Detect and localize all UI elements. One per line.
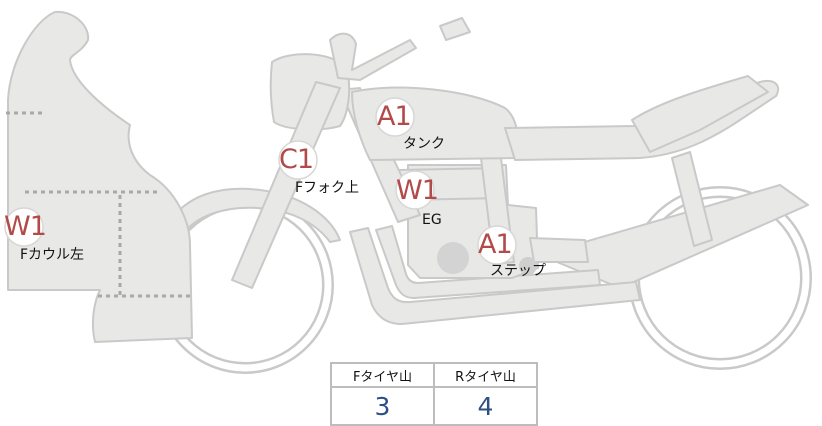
marker-label: Fカウル左	[20, 247, 85, 263]
marker-code: W1	[396, 175, 439, 206]
step-bracket	[529, 237, 589, 263]
marker-label: Fフォク上	[295, 180, 360, 196]
rear-shock	[671, 151, 713, 247]
marker-label: EG	[422, 212, 442, 228]
marker-circle-tank	[375, 97, 415, 137]
rear-tire-value: 4	[433, 386, 538, 426]
front-cowl	[7, 10, 193, 343]
front-fender	[167, 187, 341, 243]
front-tire-value: 3	[330, 386, 435, 426]
handlebar-grip	[439, 17, 471, 41]
marker-code: A1	[377, 101, 412, 132]
marker-circle-fork	[278, 140, 318, 180]
marker-code: W1	[4, 211, 47, 242]
marker-circle-step	[477, 225, 517, 265]
marker-circle-cowl	[4, 207, 44, 247]
handlebar	[329, 32, 417, 81]
marker-circle-engine	[395, 170, 435, 210]
rear-tire-header: Rタイヤ山	[433, 362, 538, 388]
step-peg	[519, 257, 537, 275]
marker-label: ステップ	[490, 263, 546, 279]
tire-tread-table: Fタイヤ山 Rタイヤ山 3 4	[330, 362, 538, 426]
exhaust-pipe-2	[375, 225, 601, 299]
engine-cover	[437, 242, 469, 274]
front-tire-header: Fタイヤ山	[330, 362, 435, 388]
front-fork	[231, 81, 341, 289]
marker-code: C1	[279, 144, 314, 175]
marker-label: タンク	[403, 136, 445, 152]
exhaust-pipe	[349, 227, 641, 325]
marker-code: A1	[478, 229, 513, 260]
tail-cowl	[631, 75, 769, 153]
